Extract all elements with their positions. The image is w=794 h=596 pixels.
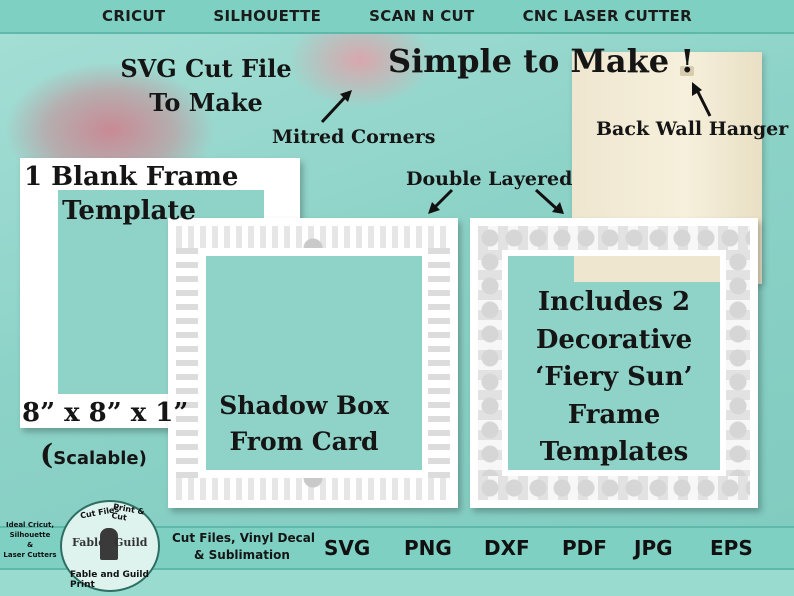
format-svg: SVG xyxy=(324,536,371,560)
double-layered-label: Double Layered xyxy=(406,168,573,190)
svg-cut-file-title: SVG Cut File To Make xyxy=(118,52,294,120)
sun-frame-right-border xyxy=(428,248,450,478)
shadow-box-title: Shadow Box From Card xyxy=(206,388,402,460)
logo-guild: Guild xyxy=(114,536,148,549)
layered-frame-top-border xyxy=(478,226,750,250)
top-bar-item-cnc-laser-cutter: CNC LASER CUTTER xyxy=(522,7,692,25)
includes-line2: Decorative xyxy=(535,324,693,355)
shadow-box-line1: Shadow Box xyxy=(219,391,389,420)
layered-frame-right-border xyxy=(726,250,750,476)
file-types-description: Cut Files, Vinyl Decal & Sublimation xyxy=(172,530,315,564)
format-pdf: PDF xyxy=(562,536,607,560)
blank-frame-line1: 1 Blank Frame xyxy=(24,162,239,192)
layered-frame-left-border xyxy=(478,250,502,476)
ideal-line3: & xyxy=(26,541,34,549)
frame-size-label: 8” x 8” x 1” xyxy=(22,398,189,428)
simple-to-make-title: Simple to Make ! xyxy=(388,42,695,80)
back-wall-hanger-label: Back Wall Hanger xyxy=(596,118,789,140)
layered-frame-opening xyxy=(508,256,720,470)
format-dxf: DXF xyxy=(484,536,530,560)
ideal-for-label: Ideal Cricut, Silhouette & Laser Cutters xyxy=(2,520,58,560)
layered-frame-bottom-border xyxy=(478,476,750,500)
includes-line4: Frame xyxy=(567,399,661,430)
ideal-line1: Ideal Cricut, xyxy=(5,521,55,529)
wall-hanger-hole xyxy=(680,66,694,76)
blank-frame-line2: Template xyxy=(62,196,196,226)
scalable-paren: ( xyxy=(40,438,54,471)
includes-line3: ‘Fiery Sun’ xyxy=(535,362,693,392)
shadow-box-line2: From Card xyxy=(229,427,379,456)
logo-fable: Fable xyxy=(72,536,106,549)
top-bar-item-cricut: CRICUT xyxy=(102,7,166,25)
mitred-corners-label: Mitred Corners xyxy=(272,126,436,148)
sun-frame-left-border xyxy=(176,248,198,478)
ideal-line2: Silhouette xyxy=(9,531,51,539)
svg-cut-file-line2: To Make xyxy=(149,88,263,117)
top-bar-item-silhouette: SILHOUETTE xyxy=(213,7,322,25)
desc-line2: & Sublimation xyxy=(194,548,290,562)
scalable-text: Scalable) xyxy=(53,448,147,469)
sun-frame-bottom-border xyxy=(176,478,450,500)
fable-guild-logo: Cut Files Print & Cut Fable Guild Fable … xyxy=(60,500,160,592)
format-png: PNG xyxy=(404,536,452,560)
desc-line1: Cut Files, Vinyl Decal xyxy=(172,531,315,545)
top-bar-item-scan-n-cut: SCAN N CUT xyxy=(369,7,475,25)
includes-line1: Includes 2 xyxy=(537,287,691,317)
includes-line5: Templates xyxy=(539,437,689,467)
includes-title: Includes 2 Decorative ‘Fiery Sun’ Frame … xyxy=(514,284,714,472)
top-bar: CRICUT SILHOUETTE SCAN N CUT CNC LASER C… xyxy=(0,0,794,34)
scalable-label: (Scalable) xyxy=(40,438,147,471)
logo-figure-icon xyxy=(100,528,118,560)
logo-fable-guild-print: Fable and Guild Print xyxy=(70,570,149,590)
format-eps: EPS xyxy=(710,536,753,560)
layered-frame-wall-peek xyxy=(574,256,720,282)
arrow-double-right-icon xyxy=(534,188,564,214)
blank-frame-title: 1 Blank Frame Template xyxy=(24,160,239,228)
arrow-mitred-icon xyxy=(320,90,352,124)
format-jpg: JPG xyxy=(634,536,673,560)
arrow-double-left-icon xyxy=(428,188,454,214)
sun-frame-opening xyxy=(206,256,422,470)
ideal-line4: Laser Cutters xyxy=(3,551,57,559)
arrow-back-wall-icon xyxy=(692,82,712,117)
sun-frame-top-border xyxy=(176,226,450,248)
svg-cut-file-line1: SVG Cut File xyxy=(120,54,292,83)
